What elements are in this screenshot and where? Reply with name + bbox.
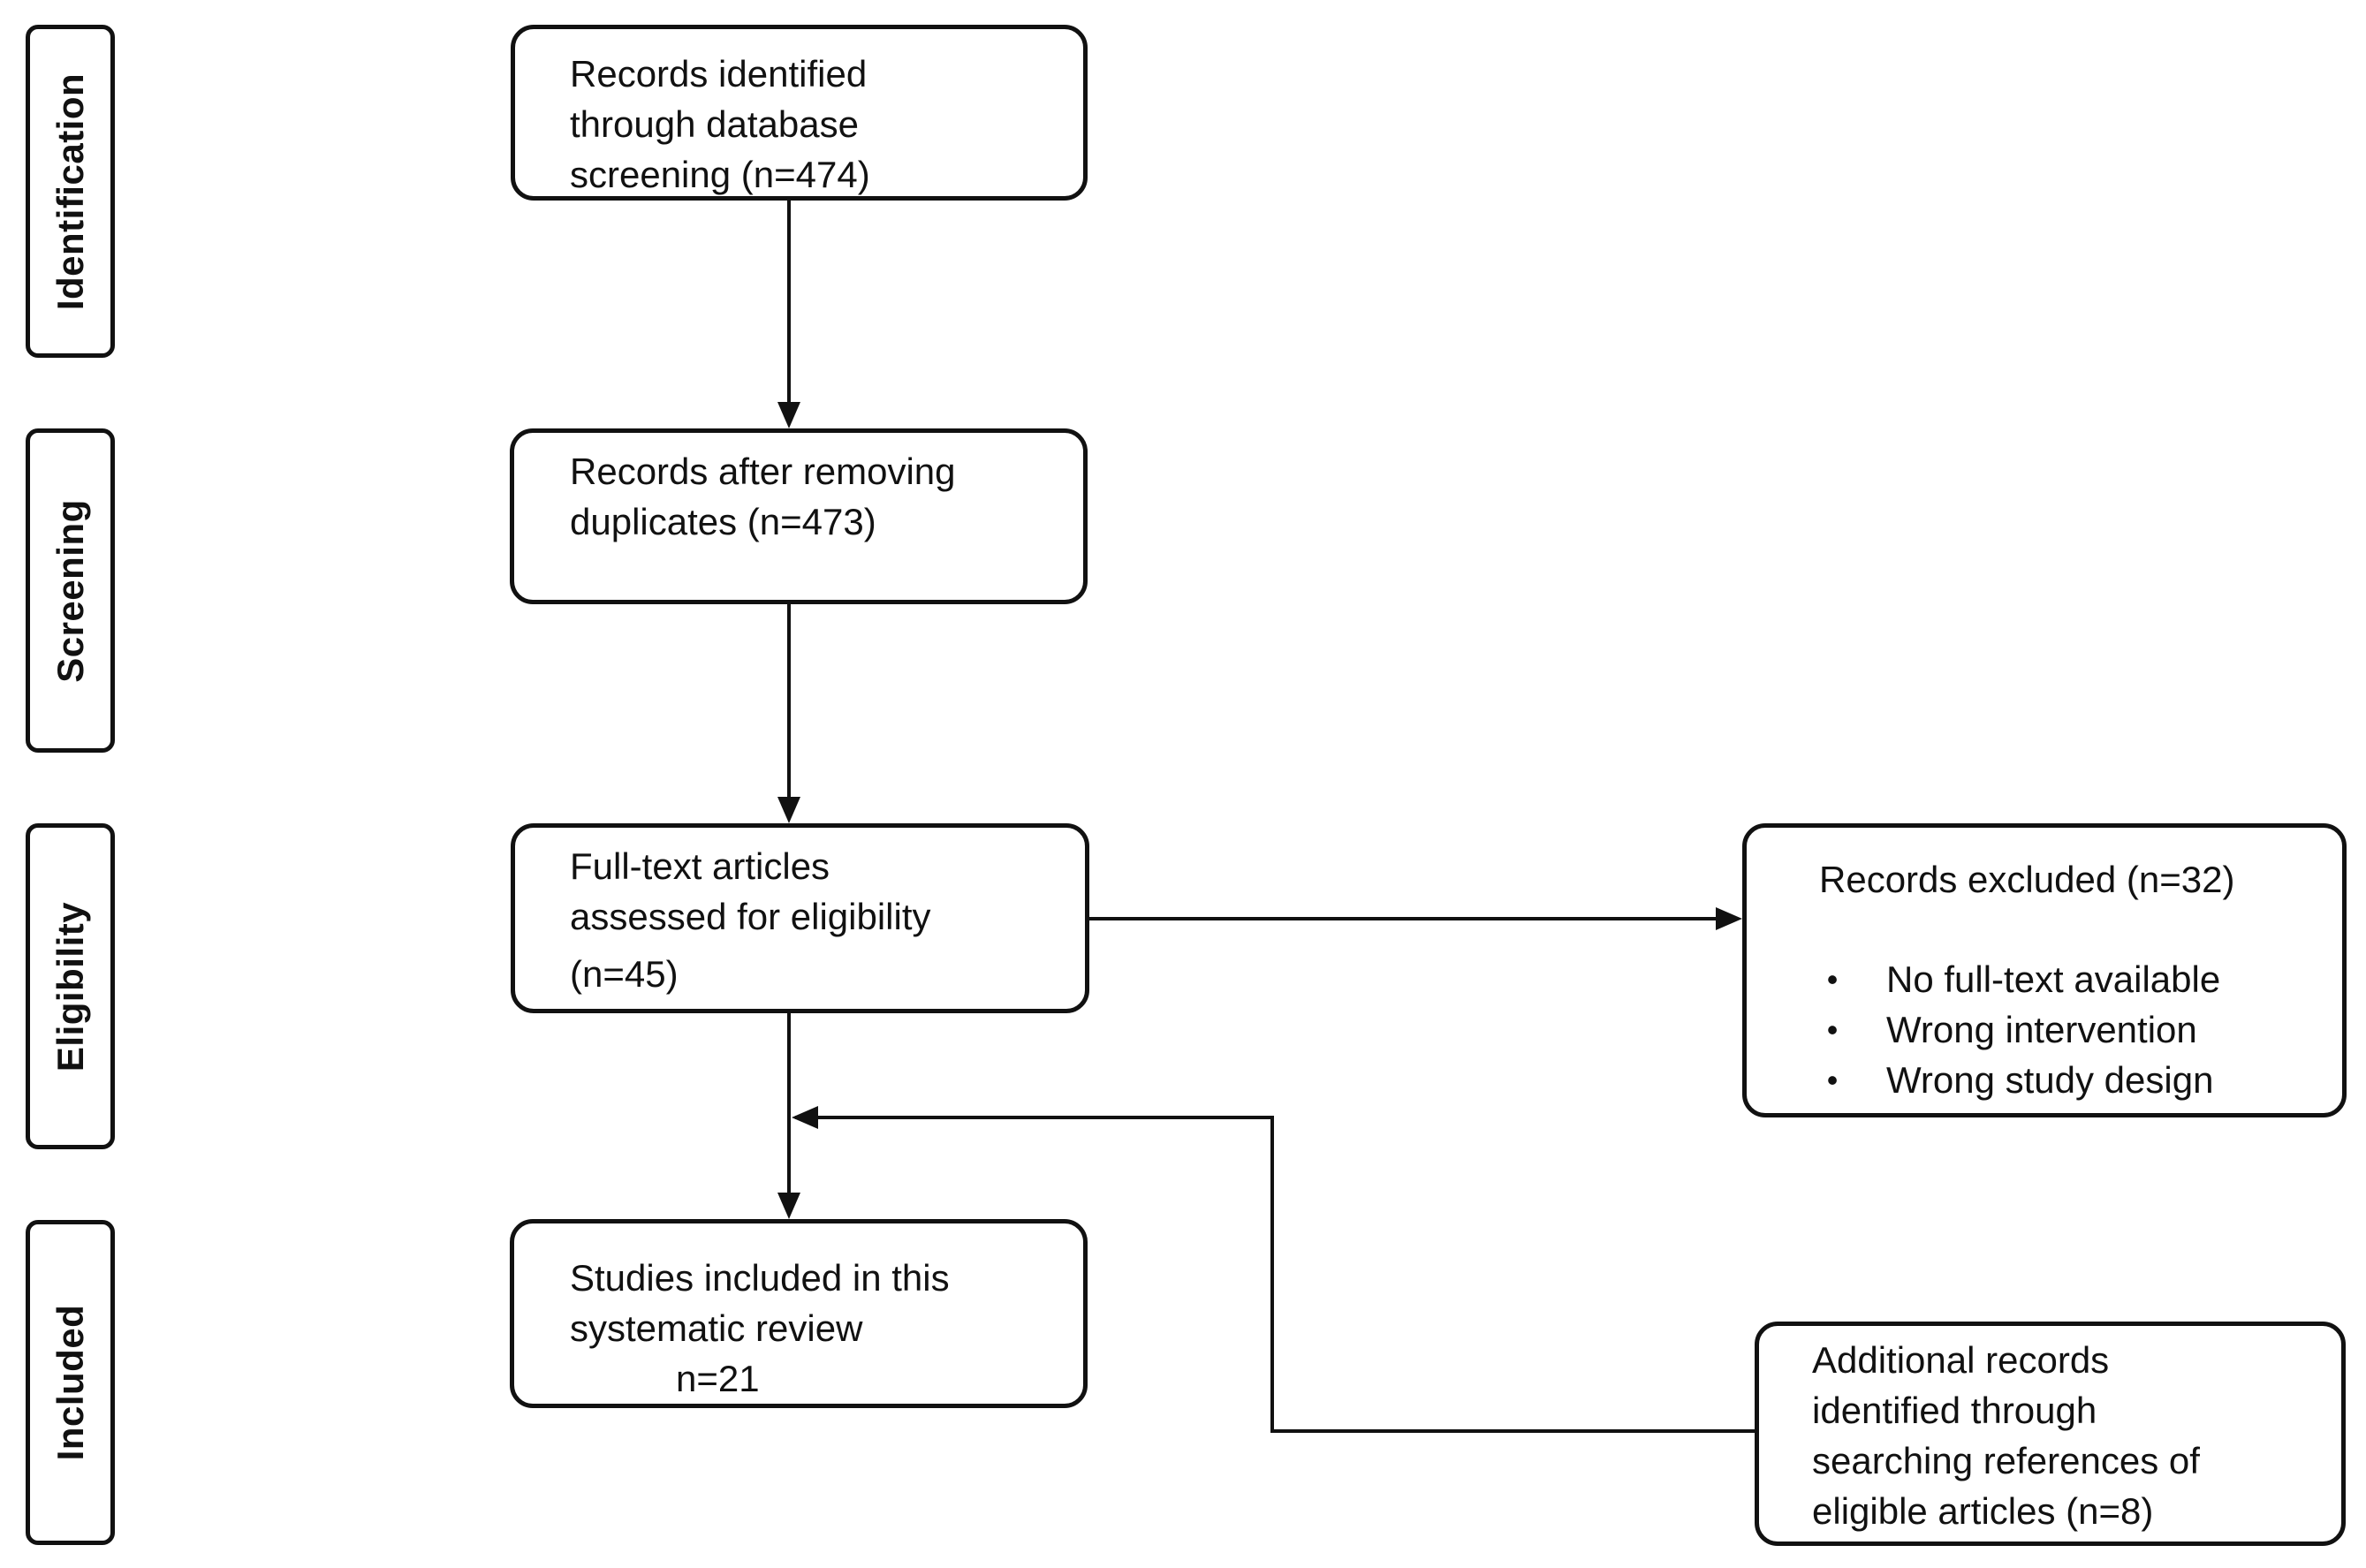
stage-label-screening: Screening — [26, 428, 115, 753]
bullet-icon: • — [1826, 1062, 1839, 1098]
arrowhead-screening — [777, 402, 800, 428]
box-text-line: assessed for eligibility — [570, 896, 931, 937]
box-text-line: searching references of — [1812, 1440, 2200, 1481]
list-item: • No full-text available — [1819, 954, 2342, 1004]
box-text-line: n=21 — [676, 1358, 760, 1399]
box-records-excluded: Records excluded (n=32) • No full-text a… — [1742, 823, 2347, 1117]
stage-label-included: Included — [26, 1220, 115, 1545]
box-text-line: Additional records — [1812, 1339, 2110, 1381]
excluded-reason: Wrong intervention — [1886, 1009, 2197, 1050]
box-after-duplicates: Records after removing duplicates (n=473… — [510, 428, 1088, 604]
bullet-icon: • — [1826, 961, 1839, 997]
arrowhead-excluded — [1716, 907, 1742, 930]
box-records-identified: Records identified through database scre… — [511, 25, 1088, 201]
stage-label-eligibility: Eligibility — [26, 823, 115, 1149]
box-text-line: through database — [570, 103, 859, 145]
box-text-line: duplicates (n=473) — [570, 501, 876, 542]
box-text-line: identified through — [1812, 1390, 2097, 1431]
excluded-reason: No full-text available — [1886, 958, 2221, 1000]
stage-label-identification: Identification — [26, 25, 115, 358]
box-text-line: Records identified — [570, 53, 868, 95]
box-text-line: Full-text articles — [570, 845, 830, 887]
arrowhead-eligibility — [777, 797, 800, 823]
box-text-line: (n=45) — [570, 953, 679, 995]
list-item: • Wrong intervention — [1819, 1004, 2342, 1055]
arrow-additional-to-included — [795, 1116, 1755, 1433]
arrowhead-additional — [792, 1106, 818, 1129]
box-text-line: Records after removing — [570, 451, 956, 492]
box-fulltext-assessed: Full-text articles assessed for eligibil… — [511, 823, 1089, 1013]
box-text-line: screening (n=474) — [570, 154, 870, 195]
arrowhead-included — [777, 1193, 800, 1219]
box-studies-included: Studies included in this systematic revi… — [510, 1219, 1088, 1408]
list-item: • Wrong study design — [1819, 1055, 2342, 1105]
excluded-reasons-list: • No full-text available • Wrong interve… — [1819, 954, 2342, 1105]
box-text-line: systematic review — [570, 1307, 863, 1349]
excluded-title: Records excluded (n=32) — [1819, 859, 2235, 900]
box-additional-records: Additional records identified through se… — [1755, 1322, 2346, 1546]
box-text-line: Studies included in this — [570, 1257, 950, 1299]
box-text-line: eligible articles (n=8) — [1812, 1490, 2154, 1532]
bullet-icon: • — [1826, 1011, 1839, 1048]
excluded-reason: Wrong study design — [1886, 1059, 2214, 1101]
